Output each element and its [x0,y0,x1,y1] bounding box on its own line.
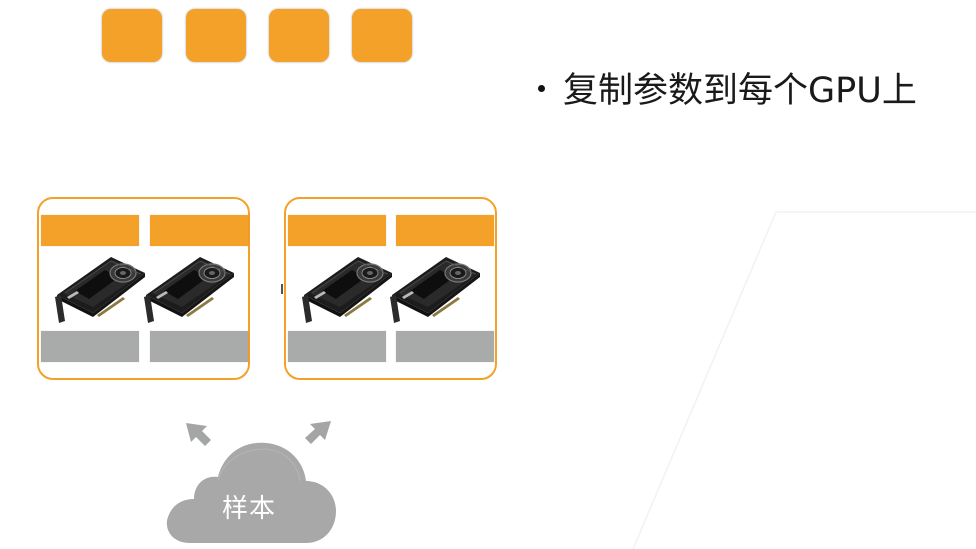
gpu-3-parameters [288,215,386,246]
gpu-1-gradients [41,331,139,362]
parameter-block-4 [352,9,412,62]
arrow-up-left-icon [186,423,211,446]
gpu-1-parameters [41,215,139,246]
gpu-card-icon [388,251,482,327]
gpu-card-icon [53,251,147,327]
bullet-dot-icon [538,84,545,92]
bullet-text: 复制参数到每个GPU上 [563,71,917,111]
gpu-2-gradients [150,331,248,362]
parameter-block-3 [269,9,329,62]
bullet-point: 复制参数到每个GPU上 [538,62,917,113]
gpu-3-gradients [288,331,386,362]
machine-1 [37,197,250,380]
arrow-up-right-icon [305,421,331,444]
separator-mark [281,284,283,294]
gpu-card-icon [300,251,394,327]
machine-2 [284,197,497,380]
parameter-block-1 [102,9,162,62]
gpu-4-parameters [396,215,494,246]
parameter-block-2 [186,9,246,62]
gpu-4-gradients [396,331,494,362]
cloud-label: 样本 [222,494,277,524]
data-samples-cloud [166,442,336,543]
gpu-card-icon [142,251,236,327]
gpu-2-parameters [150,215,248,246]
